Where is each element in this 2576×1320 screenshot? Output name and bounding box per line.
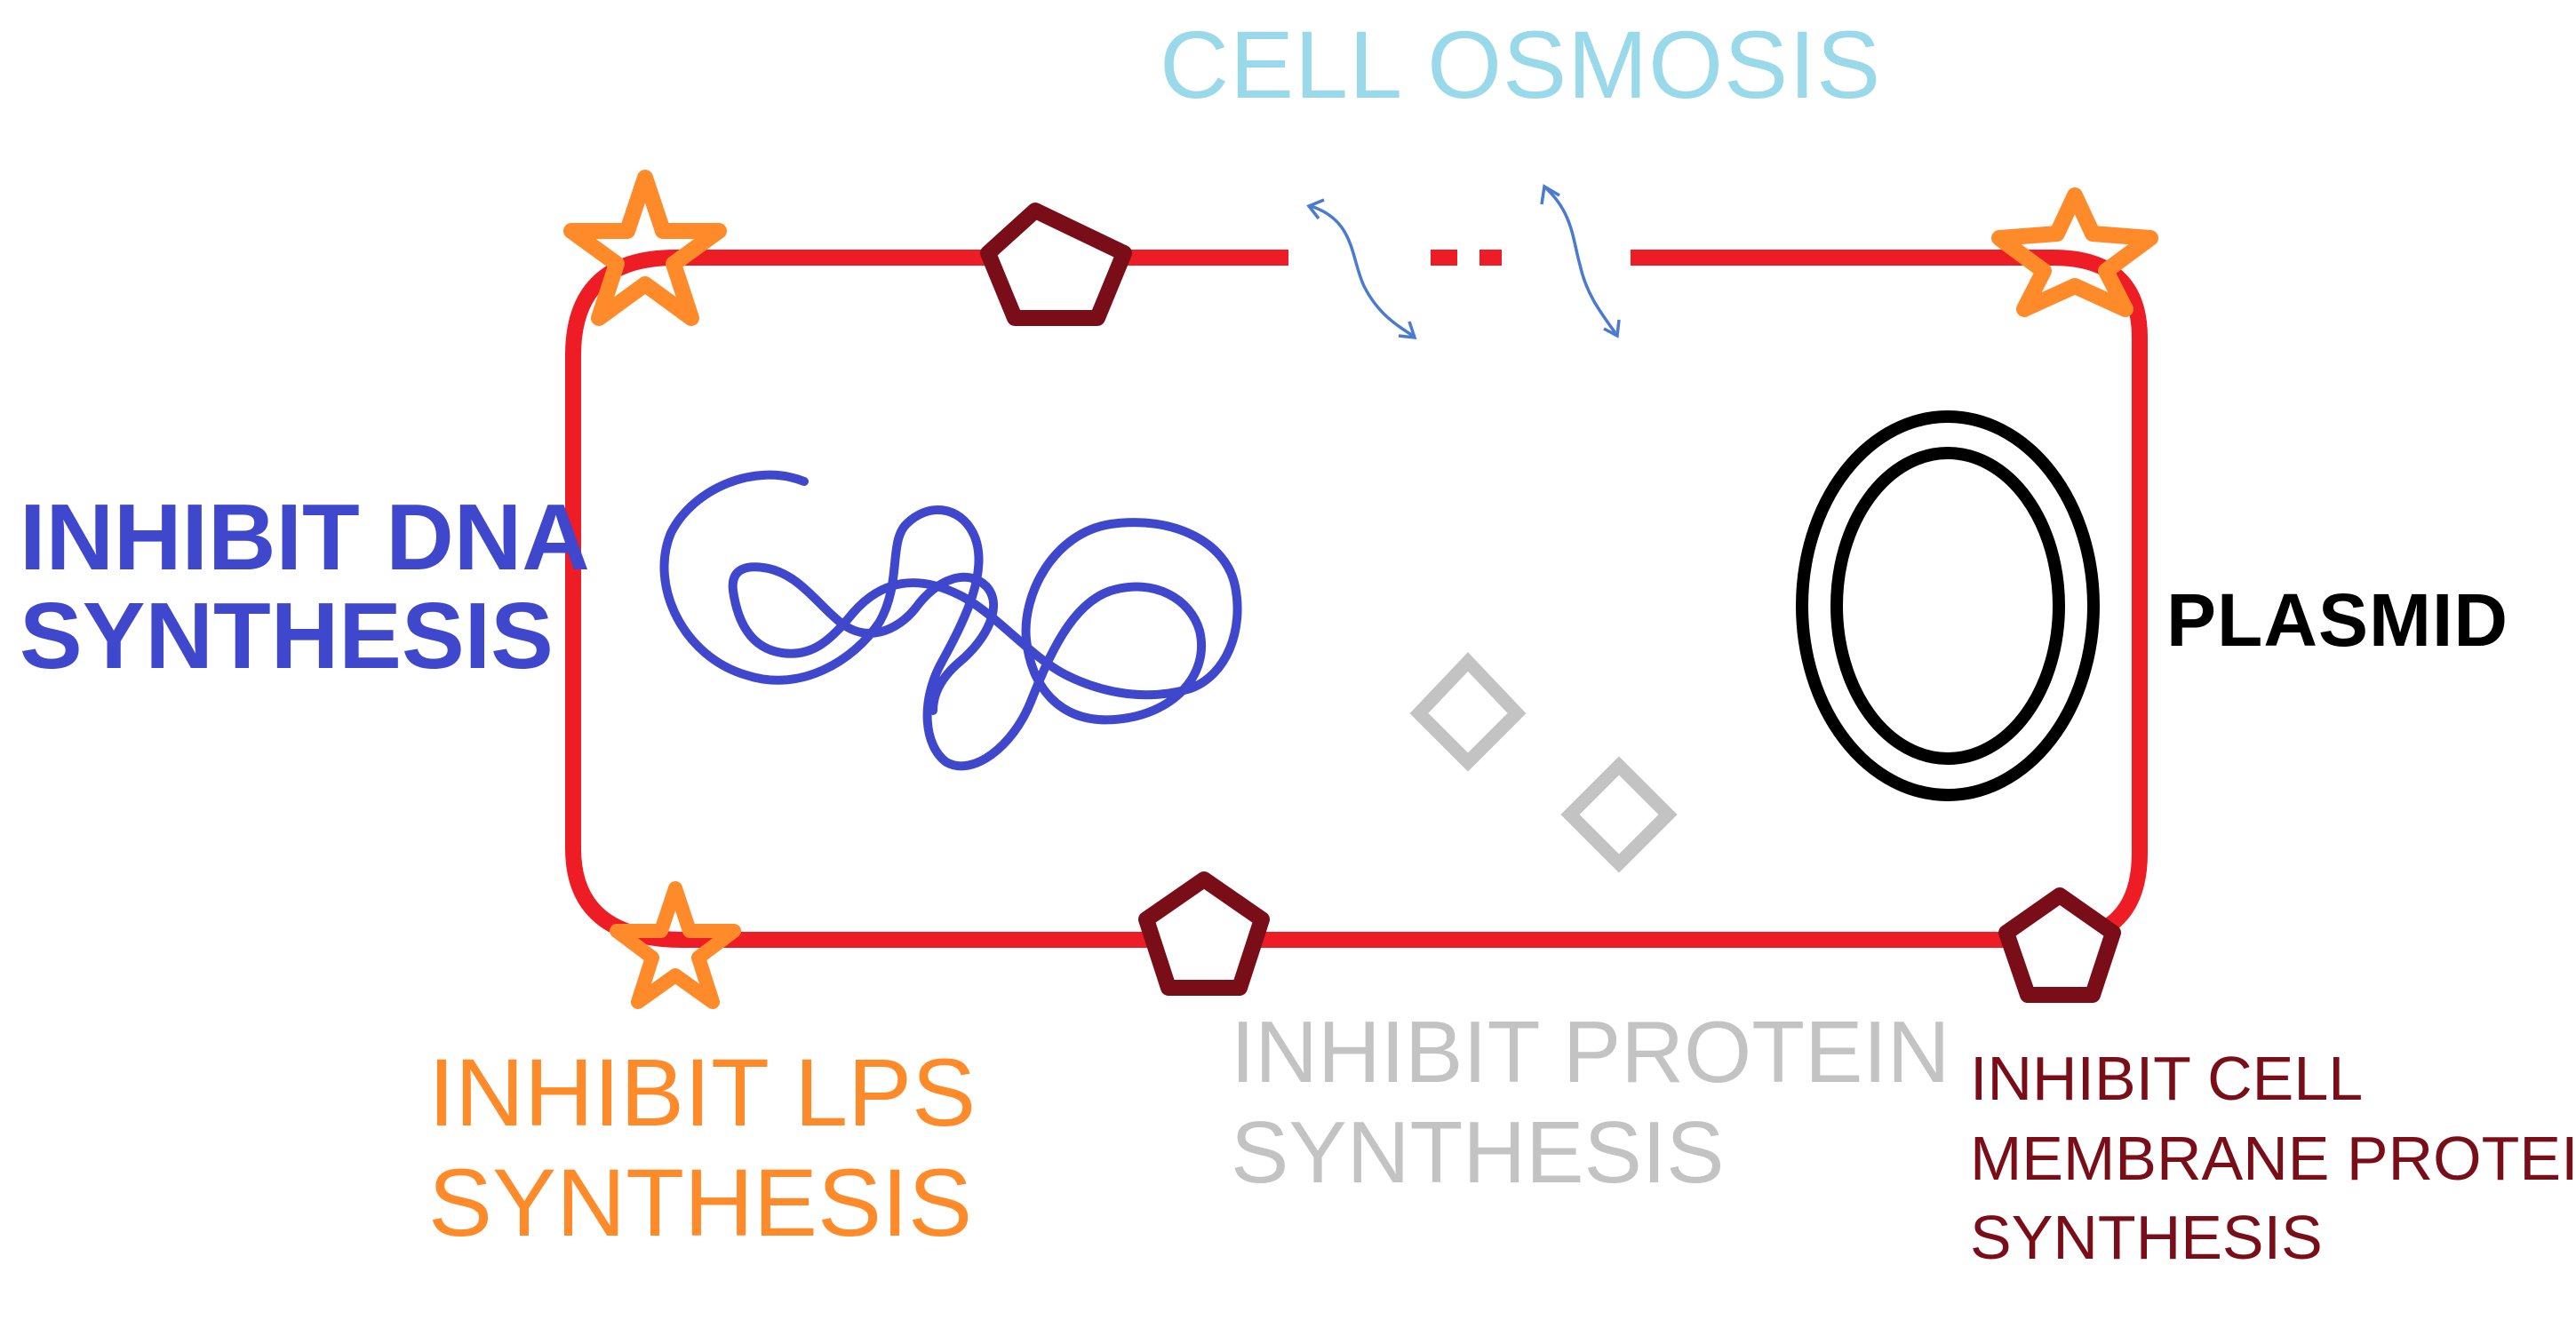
inhibit-protein-line-2: SYNTHESIS xyxy=(1231,1102,1725,1201)
inhibit-lps-synthesis-label: INHIBIT LPS SYNTHESIS xyxy=(428,1038,976,1258)
inhibit-dna-line-1: INHIBIT DNA xyxy=(20,485,590,590)
inhibit-lps-line-1: INHIBIT LPS xyxy=(428,1038,977,1146)
ribosome-diamond-icon xyxy=(1409,652,1527,772)
osmosis-arrow-right xyxy=(1540,184,1621,338)
plasmid-label: PLASMID xyxy=(2166,578,2508,662)
lps-star-icon xyxy=(563,170,727,326)
dna-nucleoid xyxy=(659,470,1242,771)
ribosome-diamond-icon xyxy=(1560,756,1678,873)
membrane-protein-pentagon-icon xyxy=(1138,871,1270,996)
inhibit-dna-synthesis-label: INHIBIT DNA SYNTHESIS xyxy=(20,485,590,689)
inhibit-protein-line-1: INHIBIT PROTEIN xyxy=(1231,1003,1950,1101)
plasmid-outer-ring xyxy=(1796,410,2100,801)
inhibit-membrane-line-2: MEMBRANE PROTEIN xyxy=(1970,1123,2576,1193)
membrane-protein-pentagon-icon xyxy=(1998,887,2121,1003)
inhibit-dna-line-2: SYNTHESIS xyxy=(20,584,554,689)
cell-wall xyxy=(565,250,2148,948)
lps-star-icon xyxy=(610,881,741,1009)
inhibit-cell-membrane-protein-synthesis-label: INHIBIT CELL MEMBRANE PROTEIN SYNTHESIS xyxy=(1970,1039,2576,1278)
cell-osmosis-label: CELL OSMOSIS xyxy=(1160,11,1882,118)
inhibit-membrane-line-1: INHIBIT CELL xyxy=(1970,1044,2364,1113)
membrane-protein-pentagon-icon xyxy=(980,203,1132,326)
lps-star-icon xyxy=(1991,187,2158,317)
plasmid-inner-ring xyxy=(1830,447,2065,765)
inhibit-membrane-line-3: SYNTHESIS xyxy=(1970,1203,2323,1273)
osmosis-arrow-left xyxy=(1306,198,1417,340)
inhibit-protein-synthesis-label: INHIBIT PROTEIN SYNTHESIS xyxy=(1231,1002,1950,1202)
inhibit-lps-line-2: SYNTHESIS xyxy=(428,1149,973,1257)
